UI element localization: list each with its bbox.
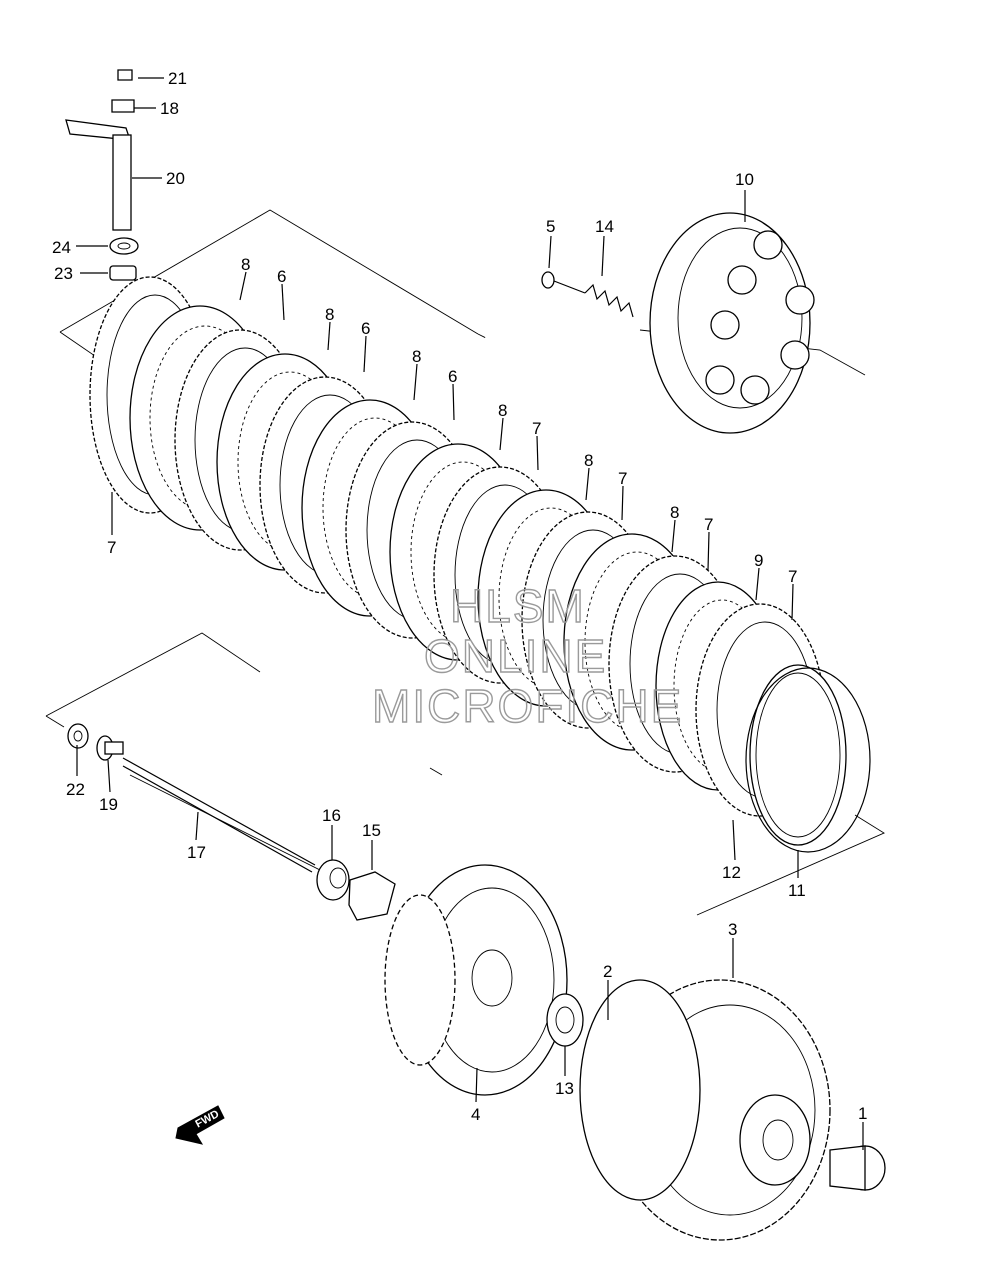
callout-1: 1 bbox=[858, 1104, 867, 1123]
spacer bbox=[829, 1145, 886, 1191]
watermark-line-1: HLSM bbox=[450, 580, 586, 632]
callout-22: 22 bbox=[66, 780, 85, 799]
clutch-sleeve-hub bbox=[384, 864, 568, 1096]
primary-driven-gear bbox=[579, 979, 831, 1241]
callout-24: 24 bbox=[52, 238, 71, 257]
callout-5: 5 bbox=[546, 217, 555, 236]
callout-8-c: 8 bbox=[412, 347, 421, 366]
callout-17: 17 bbox=[187, 843, 206, 862]
callout-7-c: 7 bbox=[618, 469, 627, 488]
leader-lines bbox=[76, 77, 864, 1150]
callout-6-b: 6 bbox=[361, 319, 370, 338]
callout-4: 4 bbox=[471, 1105, 480, 1124]
callout-9: 9 bbox=[754, 551, 763, 570]
fwd-arrow: FWD bbox=[175, 1105, 225, 1145]
callout-8-e: 8 bbox=[584, 451, 593, 470]
callout-12: 12 bbox=[722, 863, 741, 882]
callout-14: 14 bbox=[595, 217, 614, 236]
clutch-spring-bolt bbox=[541, 271, 586, 294]
callout-23: 23 bbox=[54, 264, 73, 283]
callout-8-f: 8 bbox=[670, 503, 679, 522]
callout-7-d: 7 bbox=[704, 515, 713, 534]
pressure-plate bbox=[649, 212, 815, 434]
callout-10: 10 bbox=[735, 170, 754, 189]
watermark-line-3: MICROFICHE bbox=[372, 680, 683, 732]
callout-13: 13 bbox=[555, 1079, 574, 1098]
callout-3: 3 bbox=[728, 920, 737, 939]
callout-11: 11 bbox=[788, 881, 806, 900]
clutch-spring bbox=[584, 283, 634, 318]
push-rod-assembly bbox=[67, 723, 396, 921]
callout-18: 18 bbox=[160, 99, 179, 118]
callout-15: 15 bbox=[362, 821, 381, 840]
callout-8-d: 8 bbox=[498, 401, 507, 420]
callout-7-b: 7 bbox=[532, 419, 541, 438]
callout-7-e: 7 bbox=[788, 567, 797, 586]
watermark-line-2: ONLINE bbox=[424, 630, 607, 682]
callout-8-a: 8 bbox=[241, 255, 250, 274]
callout-20: 20 bbox=[166, 169, 185, 188]
callout-2: 2 bbox=[603, 962, 612, 981]
seat-ring bbox=[749, 664, 847, 846]
clutch-plate-stack bbox=[89, 276, 871, 853]
wire-ring bbox=[745, 667, 871, 853]
callout-19: 19 bbox=[99, 795, 118, 814]
callout-labels: 21 18 20 24 23 8 6 8 6 8 6 8 7 8 7 8 7 9… bbox=[52, 69, 867, 1124]
callout-6-c: 6 bbox=[448, 367, 457, 386]
callout-7-a: 7 bbox=[107, 538, 116, 557]
callout-16: 16 bbox=[322, 806, 341, 825]
callout-6-a: 6 bbox=[277, 267, 286, 286]
release-shaft-assembly bbox=[65, 69, 139, 281]
thrust-washer bbox=[546, 993, 584, 1047]
watermark: HLSM ONLINE MICROFICHE bbox=[371, 579, 683, 732]
callout-21: 21 bbox=[168, 69, 187, 88]
callout-8-b: 8 bbox=[325, 305, 334, 324]
